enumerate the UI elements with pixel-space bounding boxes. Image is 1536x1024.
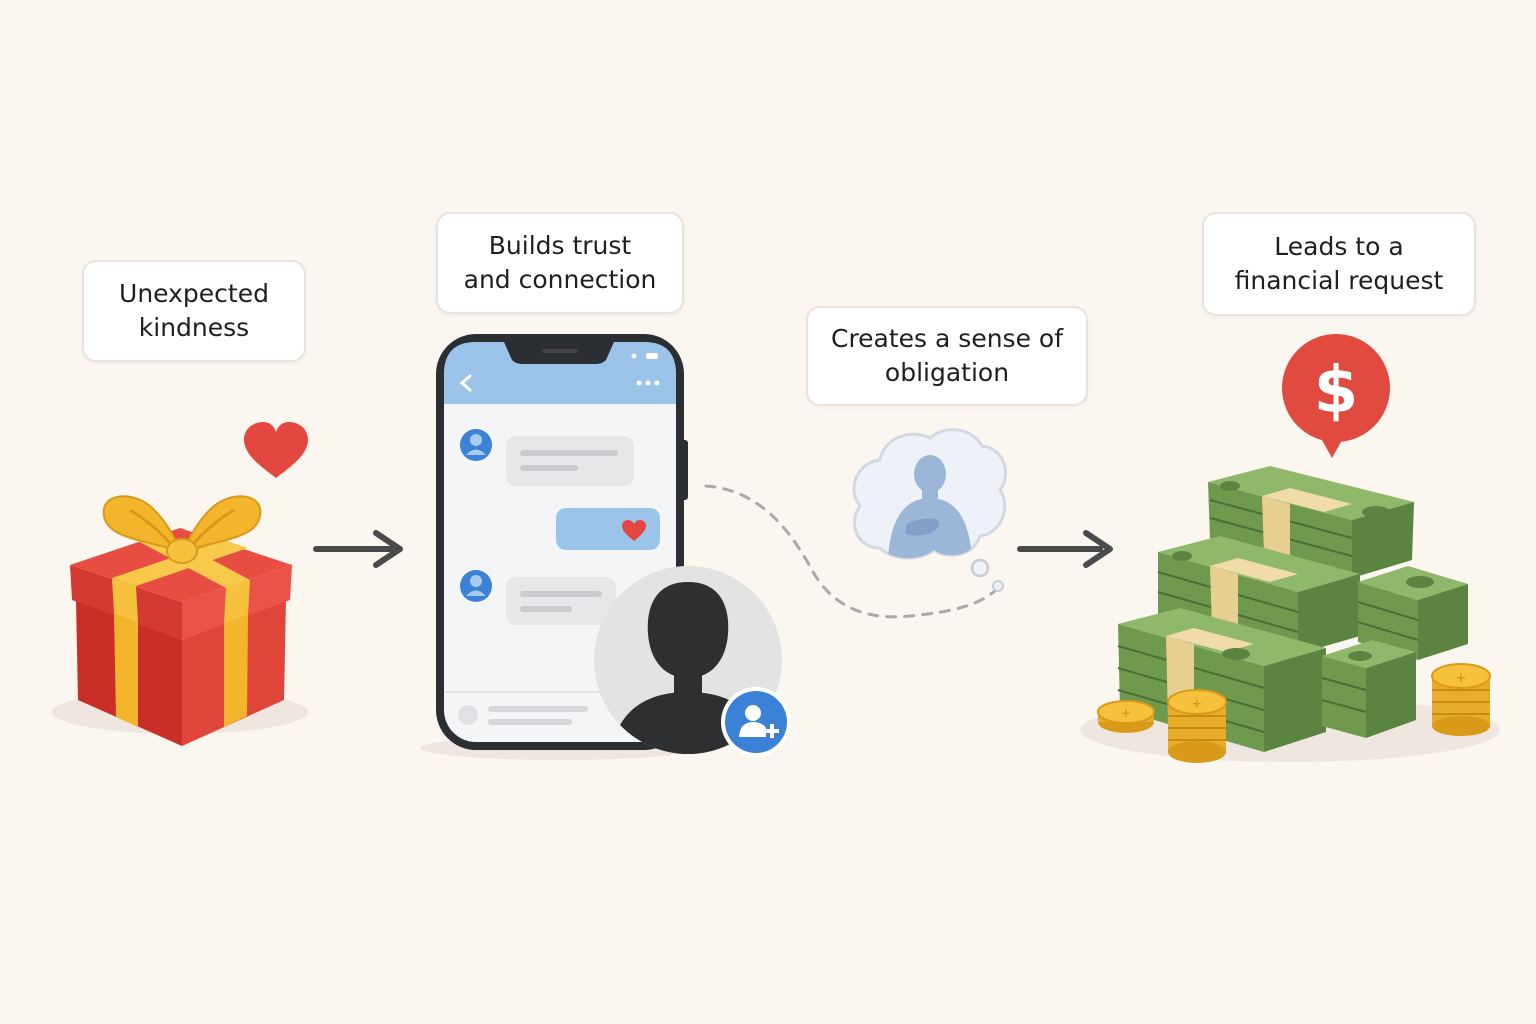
step-label-financial-request: Leads to a financial request: [1202, 212, 1476, 316]
step-label-unexpected-kindness: Unexpected kindness: [82, 260, 306, 362]
step-label-text: Unexpected kindness: [119, 279, 269, 342]
svg-text:+: +: [1121, 706, 1131, 720]
step-label-text: Creates a sense of obligation: [830, 324, 1063, 387]
svg-text:+: +: [1456, 671, 1467, 686]
heart-icon: [244, 422, 308, 478]
step-label-sense-of-obligation: Creates a sense of obligation: [806, 306, 1088, 406]
step-label-text: Leads to a financial request: [1234, 232, 1444, 295]
money-stack-icon: [1080, 466, 1500, 762]
add-user-icon: [721, 687, 791, 757]
step-label-builds-trust: Builds trust and connection: [436, 212, 684, 314]
dollar-bubble-icon: $: [1282, 334, 1390, 458]
dashed-connector: [704, 484, 1000, 619]
svg-text:+: +: [1192, 697, 1203, 712]
thought-bubble-icon: [852, 428, 1008, 592]
arrow-icon: [1017, 530, 1113, 568]
gift-icon: [52, 495, 308, 746]
dollar-symbol: $: [1314, 354, 1359, 428]
arrow-icon: [313, 530, 403, 568]
step-label-text: Builds trust and connection: [463, 231, 657, 294]
person-hand-on-heart-icon: [888, 455, 972, 559]
coin-stack-icon: + + +: [1097, 663, 1491, 763]
